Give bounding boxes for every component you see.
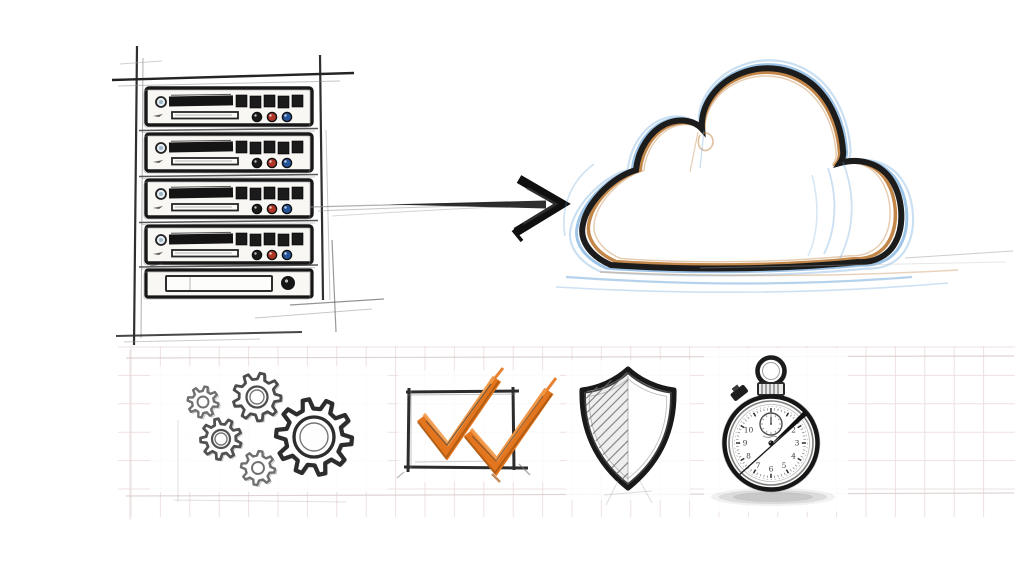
gear [232, 371, 284, 424]
svg-text:4: 4 [791, 452, 796, 461]
server-unit [143, 132, 314, 174]
svg-text:5: 5 [782, 461, 787, 470]
stopwatch-shadow [711, 488, 835, 506]
checkmark-1 [417, 367, 505, 461]
server-unit [143, 224, 314, 266]
server-unit [143, 86, 314, 128]
gear [273, 397, 355, 477]
checkmark-2 [463, 377, 558, 483]
gears-icon [186, 371, 355, 488]
power-button [281, 276, 295, 290]
server-rack-icon [111, 45, 385, 346]
gear [186, 385, 221, 420]
checkbox-box [396, 386, 531, 479]
stopwatch-side-button [730, 384, 748, 401]
gear [239, 449, 278, 488]
svg-text:6: 6 [769, 465, 774, 474]
shield-icon [579, 366, 677, 506]
svg-text:7: 7 [756, 461, 761, 470]
server-unit-simple [143, 263, 314, 300]
svg-text:8: 8 [746, 452, 751, 461]
gear [199, 417, 244, 462]
server-unit [143, 178, 314, 220]
stopwatch-hands [737, 411, 808, 477]
checkbox-checkmarks-icon [396, 367, 558, 483]
svg-text:10: 10 [744, 426, 754, 435]
svg-text:2: 2 [791, 426, 796, 435]
svg-text:9: 9 [743, 439, 748, 448]
grid-band [118, 346, 1015, 520]
svg-text:3: 3 [795, 439, 800, 448]
cloud-icon [555, 59, 1014, 294]
arrow-right-icon [309, 175, 571, 243]
